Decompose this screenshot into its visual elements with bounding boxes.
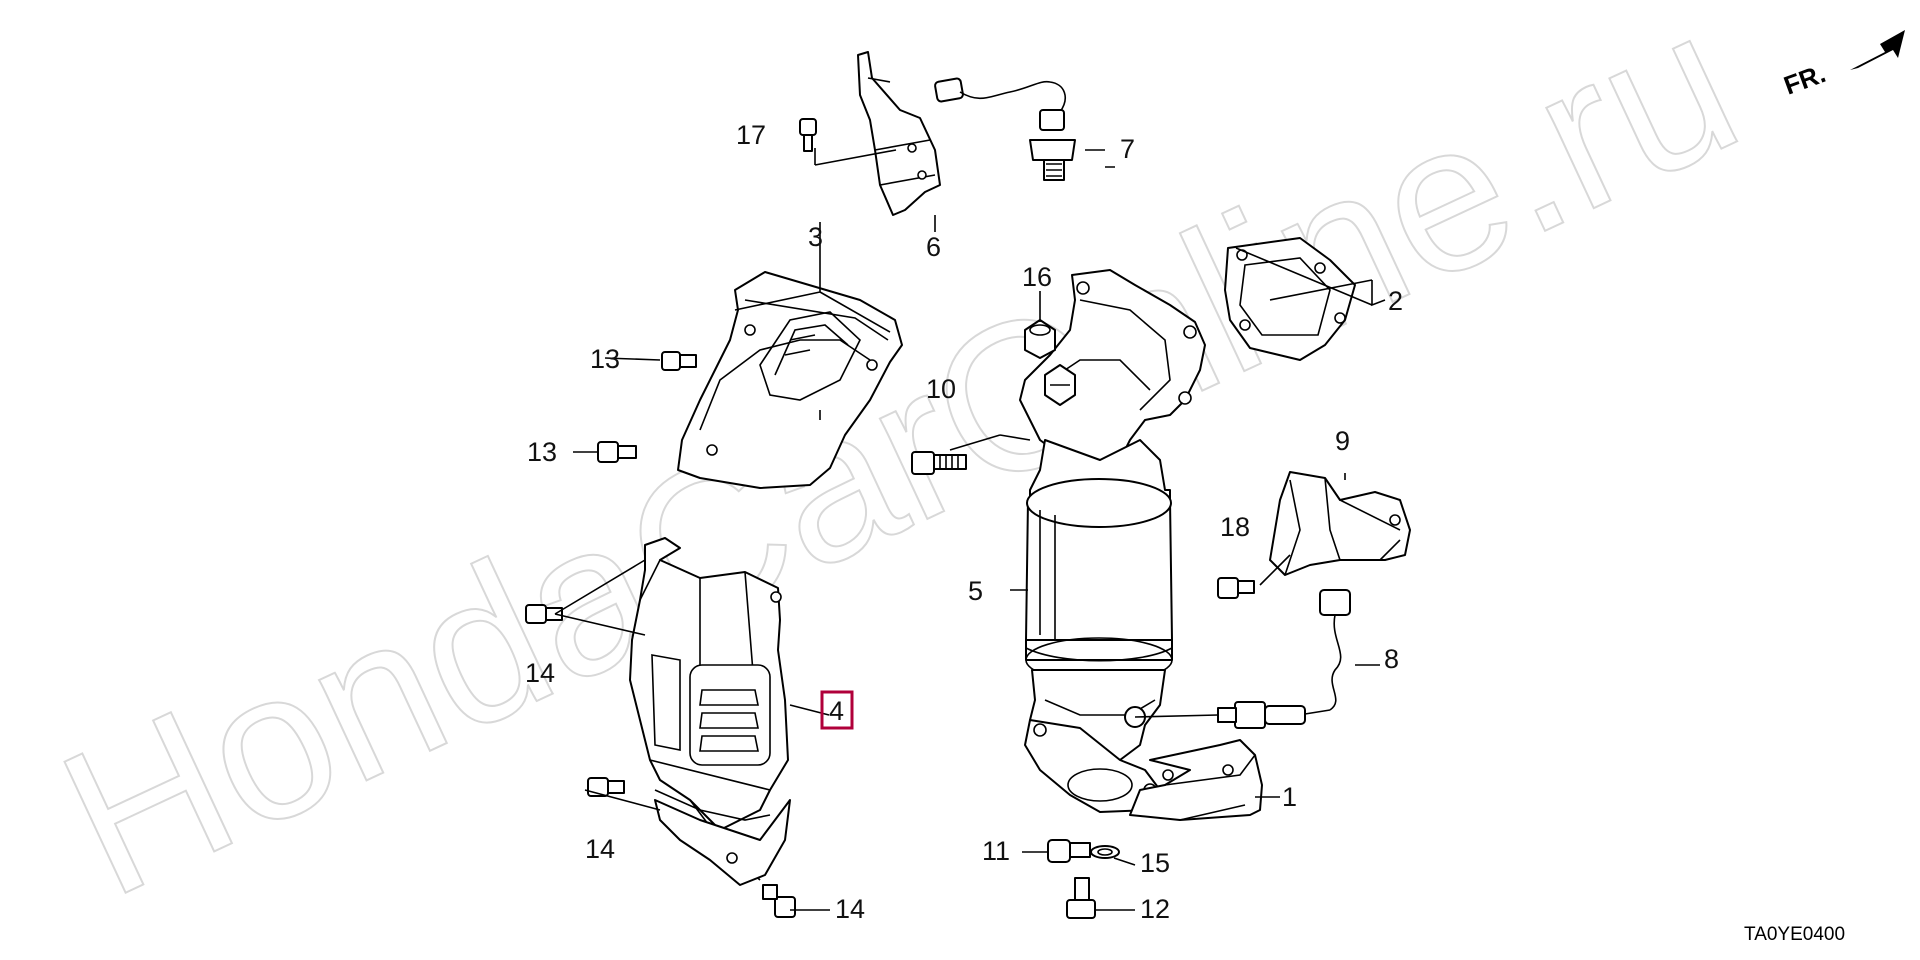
part-8-oxygen-sensor — [1217, 589, 1351, 729]
callout-14-c[interactable]: 14 — [835, 894, 865, 924]
callout-17[interactable]: 17 — [736, 120, 766, 150]
part-18-bolt — [1217, 577, 1255, 599]
part-16-nut — [1024, 319, 1056, 359]
part-3-upper-heat-shield — [677, 271, 903, 489]
callout-4-highlight-box — [820, 690, 854, 730]
callout-2[interactable]: 2 — [1388, 286, 1403, 316]
part-1-stay-bracket — [1129, 739, 1263, 821]
part-9-sensor-bracket — [1269, 471, 1411, 576]
callout-18[interactable]: 18 — [1220, 512, 1250, 542]
leader-lines — [554, 148, 1401, 911]
part-14-bolt-b — [587, 777, 625, 797]
callout-8[interactable]: 8 — [1384, 644, 1399, 674]
callout-13-lower[interactable]: 13 — [527, 437, 557, 467]
part-6-bracket — [857, 51, 941, 216]
callout-12[interactable]: 12 — [1140, 894, 1170, 924]
callout-14-b[interactable]: 14 — [585, 834, 615, 864]
part-14-bolt-c — [762, 884, 796, 918]
front-direction-label: FR. — [1780, 58, 1830, 101]
callout-9[interactable]: 9 — [1335, 426, 1350, 456]
part-10-bolt — [911, 451, 967, 475]
front-arrow-icon — [1850, 30, 1905, 70]
part-17-bolt — [799, 118, 817, 152]
part-13-bolt-upper — [661, 351, 697, 371]
part-13-bolt-lower — [597, 441, 637, 463]
callout-4[interactable]: 4 — [829, 696, 844, 726]
callout-16[interactable]: 16 — [1022, 262, 1052, 292]
part-2-gasket — [1224, 237, 1356, 361]
callout-11[interactable]: 11 — [982, 836, 1010, 866]
callout-15[interactable]: 15 — [1140, 848, 1170, 878]
callout-3[interactable]: 3 — [808, 222, 823, 252]
part-12-bolt — [1066, 877, 1096, 919]
callout-13-upper[interactable]: 13 — [590, 344, 620, 374]
callout-labels: 1 2 3 4 5 6 7 8 9 10 11 12 13 13 14 14 1… — [525, 120, 1403, 924]
callout-5[interactable]: 5 — [968, 576, 983, 606]
callout-7[interactable]: 7 — [1120, 134, 1135, 164]
diagram-code: TA0YE0400 — [1744, 924, 1845, 945]
callout-6[interactable]: 6 — [926, 232, 941, 262]
part-14-bolt-a — [525, 604, 563, 624]
part-5-catalytic-converter — [1019, 269, 1206, 813]
callout-1[interactable]: 1 — [1282, 782, 1297, 812]
callout-10[interactable]: 10 — [926, 374, 956, 404]
part-15-gasket-ring — [1090, 845, 1120, 859]
front-direction-indicator: FR. — [1780, 30, 1905, 101]
part-11-bolt — [1047, 839, 1091, 863]
part-4-lower-heat-shield — [629, 537, 791, 886]
callout-14-a[interactable]: 14 — [525, 658, 555, 688]
part-7-oxygen-sensor — [934, 77, 1076, 181]
